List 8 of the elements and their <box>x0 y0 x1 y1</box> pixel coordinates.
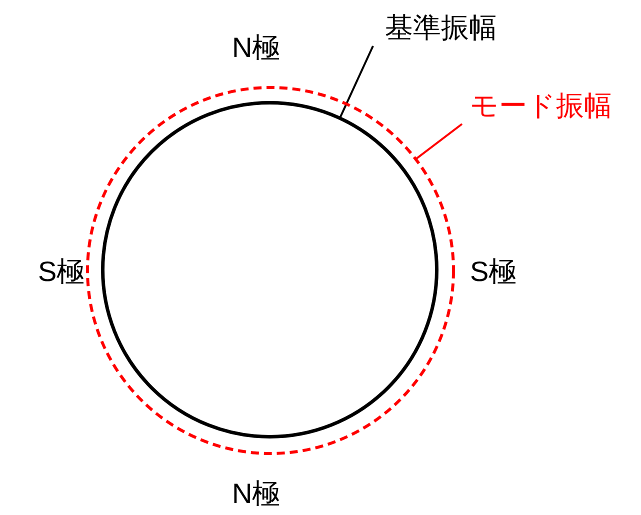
pole-label: N極 <box>232 32 280 64</box>
pole-label: S極 <box>38 256 85 288</box>
leader-line <box>338 46 374 119</box>
pole-label: S極 <box>470 256 517 288</box>
pole-label: N極 <box>232 478 280 510</box>
leader-text: 基準振幅 <box>385 12 497 44</box>
leader-text: モード振幅 <box>470 90 612 122</box>
leader-line <box>415 123 463 160</box>
